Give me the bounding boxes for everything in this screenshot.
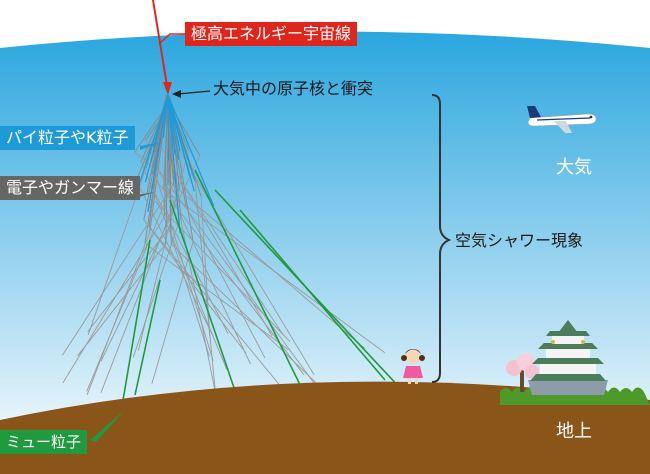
pion-track (144, 94, 169, 183)
electron-track (144, 243, 289, 351)
pion-track (167, 94, 181, 233)
pion-track (167, 94, 182, 143)
electron-track (86, 180, 175, 392)
collision-pointer (177, 90, 211, 95)
collision-label: 大気中の原子核と衝突 (213, 79, 374, 98)
atmosphere-label: 大気 (556, 157, 592, 178)
cosmic-ray-track (152, 0, 169, 93)
electron-track (62, 216, 165, 384)
electron-track (77, 243, 167, 357)
electron-track (164, 104, 168, 217)
muon-track (169, 199, 246, 421)
air-shower-label: 空気シャワー現象 (455, 231, 584, 250)
pion-track (139, 94, 169, 183)
electron-track (62, 183, 175, 356)
electron-track (167, 160, 284, 336)
electron-track (151, 241, 194, 384)
muon-track (214, 189, 431, 421)
ground-label: 地上 (556, 421, 592, 442)
electron-track (170, 243, 329, 395)
castle-icon (528, 320, 608, 395)
muon-track (194, 169, 306, 396)
muon-track (117, 239, 151, 431)
electron-track (173, 186, 216, 392)
electron-track (137, 149, 189, 351)
cosmic-ray-pointer (158, 33, 185, 45)
electron-track (134, 151, 365, 349)
electron-track (148, 226, 285, 392)
cosmic-ray-label: 極高エネルギー宇宙線 (185, 22, 358, 46)
airplane-icon (527, 106, 597, 133)
cosmic-ray-arrowhead (163, 82, 172, 95)
electron-track (132, 215, 182, 358)
electron-track (194, 180, 217, 398)
child-icon (401, 349, 425, 384)
electron-track (87, 226, 171, 332)
electron-gamma-label: 電子やガンマー線 (0, 176, 141, 200)
pion-track (167, 94, 215, 207)
electron-track (143, 219, 247, 354)
pion-track (167, 94, 170, 161)
electron-track (86, 232, 151, 395)
electron-track (151, 160, 214, 361)
pion-track (167, 94, 180, 160)
shower-tracks (62, 94, 431, 431)
muon-label-pointer (90, 410, 125, 442)
shower-brace (431, 94, 452, 383)
collision-arrowhead (172, 90, 181, 98)
pion-label-pointer (140, 142, 162, 150)
electron-track (185, 206, 266, 359)
electron-track (171, 137, 315, 376)
muon-label: ミュー粒子 (0, 430, 88, 454)
muon-track (134, 279, 161, 396)
pion-track (153, 94, 169, 175)
atmosphere (0, 31, 650, 474)
pion-kaon-label: パイ粒子やK粒子 (0, 126, 135, 150)
electron-track (170, 234, 210, 357)
electron-track (144, 140, 251, 365)
electron-track (167, 183, 316, 386)
muon-track (239, 209, 386, 381)
ground (0, 381, 650, 474)
